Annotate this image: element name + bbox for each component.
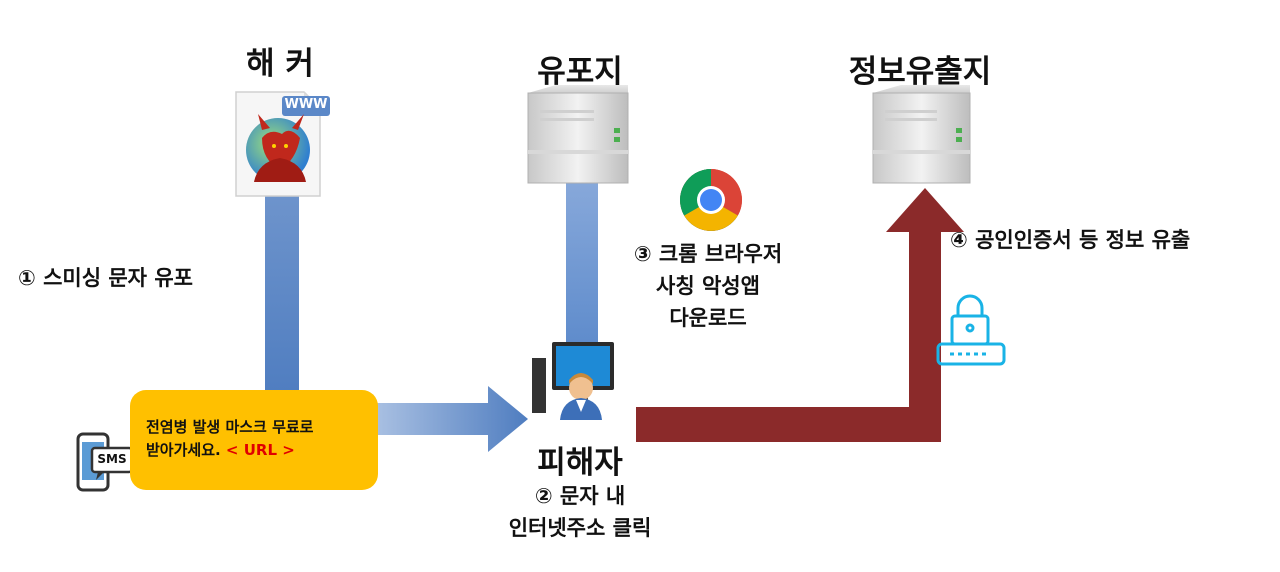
message-line2-wrap: 받아가세요. < URL > <box>146 439 366 462</box>
step3-line2: 사칭 악성앱 <box>656 274 760 298</box>
chrome-logo-icon <box>680 169 742 231</box>
step3-line1: ③ 크롬 브라우저 <box>633 242 783 266</box>
www-badge: WWW <box>284 97 328 112</box>
leak-server-icon <box>872 85 971 184</box>
step3-line3: 다운로드 <box>669 306 747 330</box>
message-line1: 전염병 발생 마스크 무료로 <box>146 418 314 436</box>
red-arrow-to-leak <box>636 188 964 442</box>
hacker-document-icon <box>235 91 330 197</box>
distribution-connector <box>566 183 598 343</box>
step3-label: ③ 크롬 브라우저 사칭 악성앱 다운로드 <box>598 238 818 334</box>
sms-message-bubble: 전염병 발생 마스크 무료로 받아가세요. < URL > <box>130 390 378 490</box>
step2-line1: ② 문자 내 <box>534 484 626 508</box>
step1-label: ① 스미싱 문자 유포 <box>18 266 193 290</box>
hacker-connector <box>265 193 299 398</box>
distribution-title: 유포지 <box>537 54 623 90</box>
step2-label: ② 문자 내 인터넷주소 클릭 <box>450 480 710 544</box>
message-url: < URL > <box>220 441 295 459</box>
lock-router-icon <box>936 294 1006 366</box>
hacker-title: 해 커 <box>246 46 314 82</box>
leak-title: 정보유출지 <box>848 54 992 90</box>
victim-title: 피해자 <box>537 445 623 481</box>
step4-label: ④ 공인인증서 등 정보 유출 <box>950 228 1191 252</box>
distribution-server-icon <box>527 85 629 184</box>
message-line2: 받아가세요. <box>146 441 221 459</box>
victim-computer-icon <box>532 342 614 420</box>
blue-arrow-to-victim <box>376 386 528 452</box>
sms-badge: SMS <box>97 452 127 466</box>
step2-line2: 인터넷주소 클릭 <box>508 516 652 540</box>
